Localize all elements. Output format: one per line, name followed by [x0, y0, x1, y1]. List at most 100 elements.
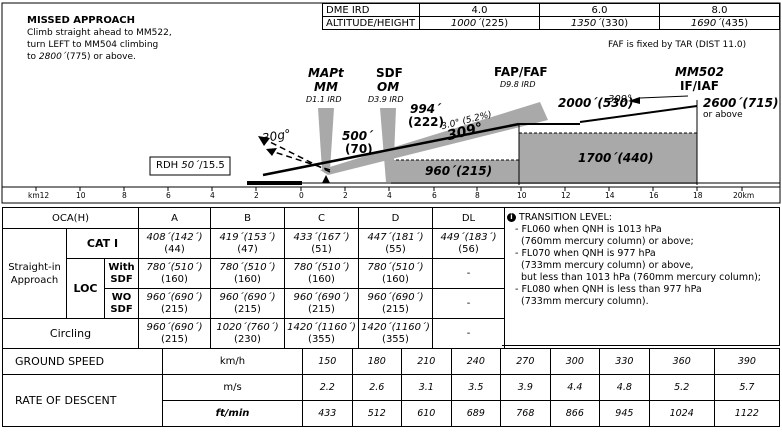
- box-1700: [519, 133, 697, 184]
- box-960-label: 960´(215): [425, 164, 493, 178]
- minima-cell: 780´(510´)(160): [284, 258, 359, 289]
- scale-label: 10: [517, 191, 527, 200]
- ms-value: 4.8: [599, 374, 650, 401]
- missed-approach-line1: Climb straight ahead to MM522,: [27, 28, 172, 38]
- ftmin-value: 512: [351, 400, 403, 427]
- scale-label: 2: [254, 191, 259, 200]
- hgt-70: (70): [345, 142, 373, 156]
- ms-value: 2.6: [351, 374, 403, 401]
- missed-approach-alt: 2800´: [38, 52, 67, 62]
- wo-sdf-label: WO SDF: [104, 288, 139, 319]
- om-distance: D3.9 IRD: [368, 95, 404, 104]
- iaf-type: IF/IAF: [680, 79, 719, 93]
- hgt-222: (222): [408, 115, 445, 129]
- scale-label: 14: [605, 191, 615, 200]
- glide-path: [262, 122, 520, 177]
- box-1700-label: 1700´(440): [578, 151, 654, 165]
- kmh-unit: km/h: [162, 348, 303, 375]
- initial-segment: [579, 105, 698, 123]
- scale-label: 18: [693, 191, 703, 200]
- mm-distance: D1.1 IRD: [306, 95, 342, 104]
- minima-cell: 1420´(1160´)(355): [284, 318, 359, 349]
- circling-label: Circling: [2, 318, 139, 349]
- ground-speed-table: GROUND SPEED km/h 150 180 210 240 270 30…: [2, 348, 781, 427]
- kmh-value: 210: [401, 348, 452, 375]
- minima-cell: 447´(181´)(55): [358, 228, 433, 259]
- ms-value: 3.9: [500, 374, 551, 401]
- kmh-value: 270: [500, 348, 551, 375]
- minima-cell: 433´(167´)(51): [284, 228, 359, 259]
- minima-cell: 960´(690´)(215): [284, 288, 359, 319]
- ftmin-value: 433: [302, 400, 353, 427]
- ftmin-value: 768: [500, 400, 551, 427]
- or-above: or above: [703, 110, 743, 120]
- scale-label: 20km: [733, 191, 755, 200]
- mm-label: MM: [314, 80, 338, 94]
- kmh-value: 360: [648, 348, 715, 375]
- kmh-value: 330: [599, 348, 650, 375]
- transition-line: (733mm mercury column) or above,: [521, 260, 694, 271]
- kmh-value: 240: [450, 348, 502, 375]
- ms-unit: m/s: [162, 374, 303, 401]
- minima-cell: -: [432, 318, 505, 349]
- altitude-label: ALTITUDE/HEIGHT: [322, 16, 420, 30]
- dme-label: DME IRD: [322, 3, 420, 17]
- scale-label: 8: [122, 191, 127, 200]
- scale-label: 8: [475, 191, 480, 200]
- mapt-label: MAPt: [308, 66, 344, 80]
- rdh-label: RDH 50´/15.5: [156, 160, 225, 171]
- dme-table: DME IRD 4.0 6.0 8.0 ALTITUDE/HEIGHT 1000…: [322, 3, 780, 30]
- transition-line: (760mm mercury column) or above;: [521, 236, 694, 247]
- box-960: [391, 160, 519, 184]
- cat-b-header: B: [210, 207, 285, 229]
- cat-d-header: D: [358, 207, 433, 229]
- faf-distance: D9.8 IRD: [500, 80, 536, 89]
- transition-line: but less than 1013 hPa (760mm mercury co…: [521, 272, 762, 283]
- altitude-value: 1350´(330): [539, 16, 660, 30]
- transition-line: - FL080 when QNH is less than 977 hPa: [515, 284, 702, 295]
- minima-cell: 780´(510´)(160): [138, 258, 211, 289]
- ftmin-value: 610: [401, 400, 452, 427]
- cat1-label: CAT I: [66, 228, 139, 259]
- ms-value: 3.1: [401, 374, 452, 401]
- scale-label: 6: [432, 191, 437, 200]
- info-icon: i: [507, 213, 516, 222]
- ftmin-value: 945: [599, 400, 650, 427]
- minima-cell: 780´(510´)(160): [358, 258, 433, 289]
- scale-label: 0: [299, 191, 304, 200]
- minima-cell: 1420´(1160´)(355): [358, 318, 433, 349]
- scale-label: 2: [343, 191, 348, 200]
- minima-cell: 960´(690´)(215): [210, 288, 285, 319]
- ftmin-value: 1122: [713, 400, 781, 427]
- dme-value: 6.0: [539, 3, 660, 17]
- faf-note: FAF is fixed by TAR (DIST 11.0): [608, 40, 747, 50]
- ftmin-unit: ft/min: [162, 400, 303, 427]
- ms-value: 4.4: [549, 374, 601, 401]
- kmh-value: 150: [302, 348, 353, 375]
- cat-dl-header: DL: [432, 207, 505, 229]
- alt-500: 500´: [342, 129, 374, 143]
- faf-label: FAP/FAF: [494, 65, 548, 79]
- minima-cell: 780´(510´)(160): [210, 258, 285, 289]
- missed-approach-line2: turn LEFT to MM504 climbing: [27, 40, 159, 50]
- missed-approach-title: MISSED APPROACH: [27, 15, 136, 26]
- ftmin-value: 866: [549, 400, 601, 427]
- kmh-value: 300: [549, 348, 601, 375]
- alt-2000: 2000´(530): [558, 96, 634, 110]
- transition-line: - FL070 when QNH is 977 hPa: [515, 248, 656, 259]
- track-309-top: 309°: [608, 94, 633, 105]
- ftmin-value: 689: [450, 400, 502, 427]
- transition-line: - FL060 when QNH is 1013 hPa: [515, 224, 662, 235]
- scale-label: km12: [28, 191, 50, 200]
- minima-cell: 449´(183´)(56): [432, 228, 505, 259]
- minima-cell: 408´(142´)(44): [138, 228, 211, 259]
- rdh-box: [149, 156, 231, 176]
- glide-wedge: [320, 102, 548, 175]
- minima-table: OCA(H) A B C D DL Straight-in Approach C…: [2, 207, 505, 349]
- minima-cell: -: [432, 288, 505, 319]
- ms-value: 3.5: [450, 374, 502, 401]
- cat-c-header: C: [284, 207, 359, 229]
- minima-cell: 960´(690´)(215): [138, 288, 211, 319]
